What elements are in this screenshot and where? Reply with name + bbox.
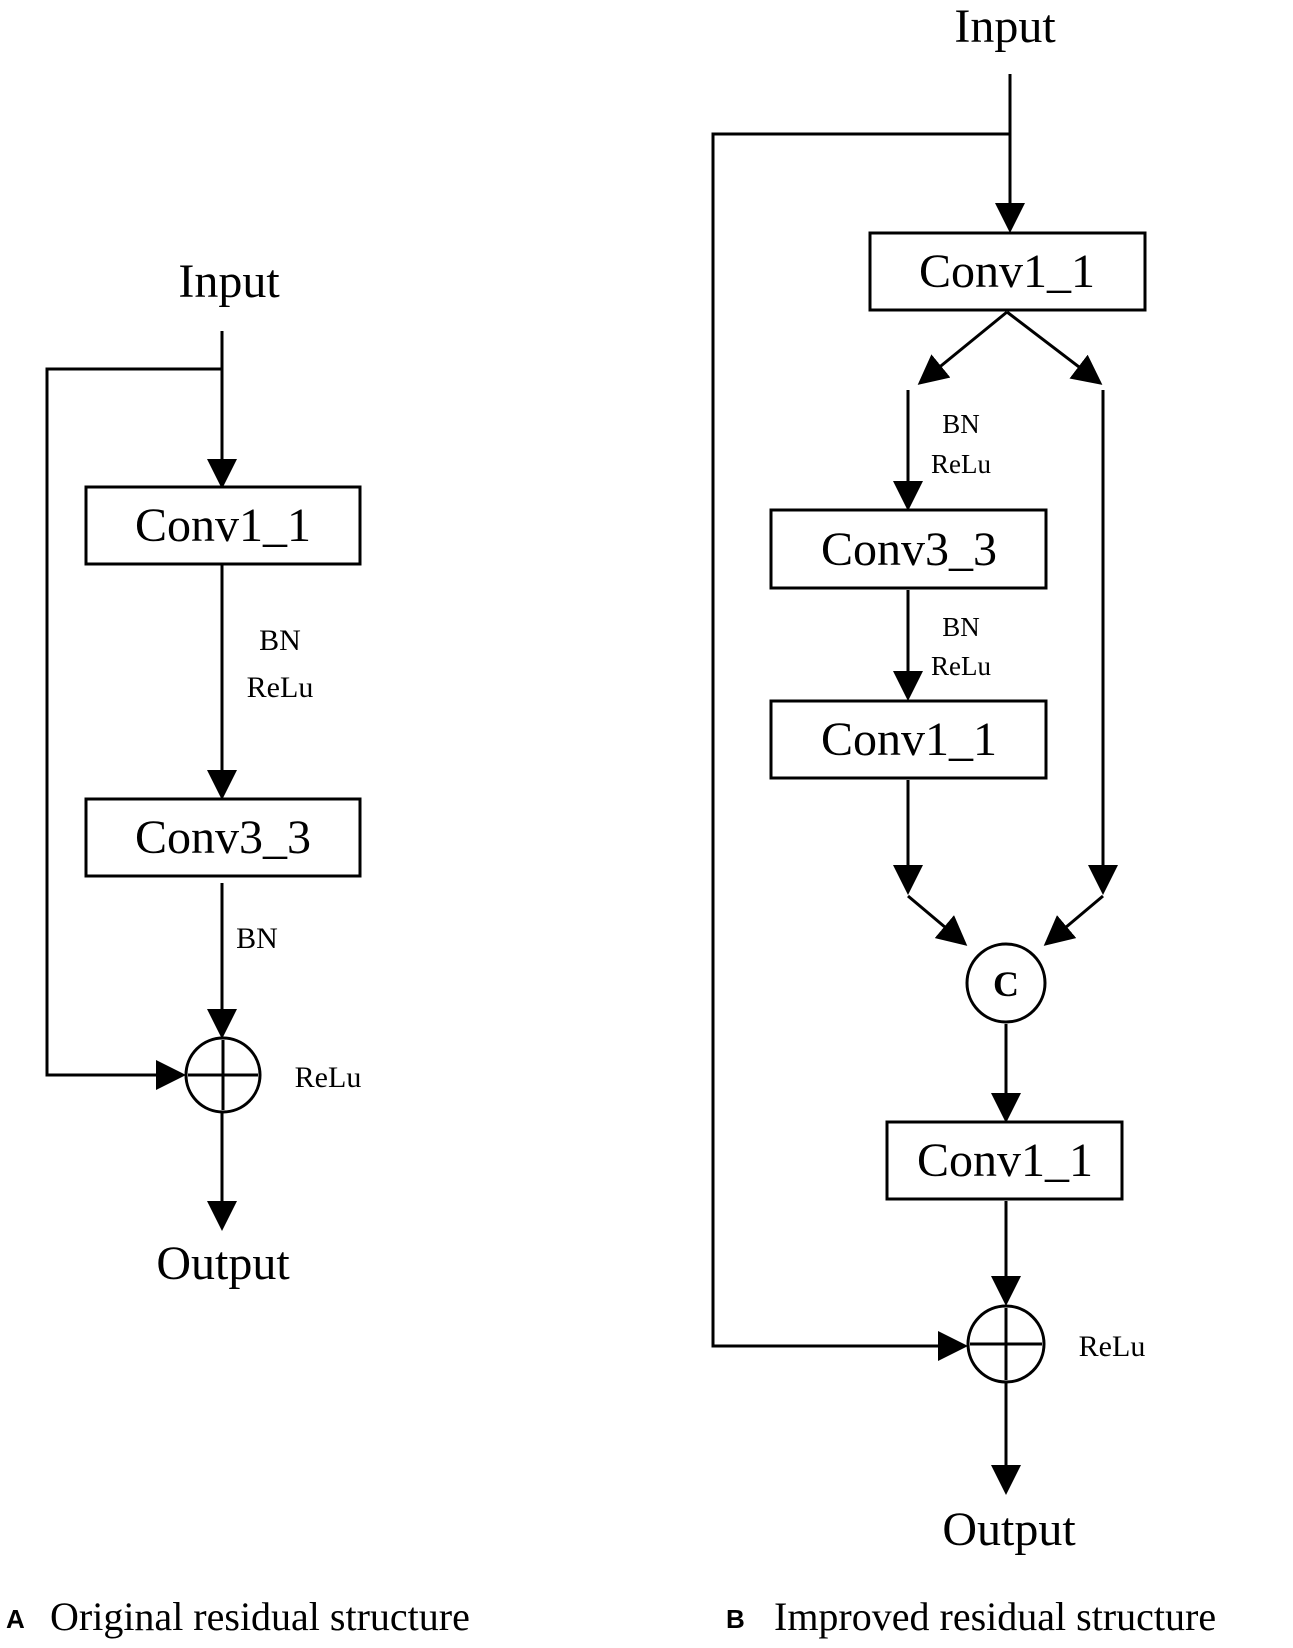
panel-b-conv1-top-label: Conv1_1: [919, 245, 1095, 298]
panel-a-skip-connection: [45, 367, 222, 1090]
panel-b-conv1-mid-label: Conv1_1: [821, 713, 997, 766]
panel-b-output-label: Output: [942, 1503, 1076, 1556]
panel-b-split-left-arrow: [917, 310, 1008, 385]
panel-a-conv3-label: Conv3_3: [135, 811, 311, 864]
panel-b-left-branch-to-concat: [907, 894, 968, 946]
panel-a-bn-label-1: BN: [259, 624, 301, 657]
panel-b-bn-label-2: BN: [942, 612, 980, 642]
panel-a-relu-after-add: ReLu: [295, 1061, 362, 1094]
panel-b-relu-after-add: ReLu: [1079, 1330, 1146, 1363]
panel-b-conv1-mid-box: [769, 699, 1048, 780]
panel-b-right-branch-to-concat: [1043, 894, 1104, 946]
panel-b-letter: B: [726, 1604, 745, 1634]
panel-b-conv3-box: [769, 508, 1048, 590]
panel-a-relu-label-1: ReLu: [247, 671, 314, 704]
panel-b-conv1-bottom-box: [885, 1120, 1124, 1201]
panel-b-input-label: Input: [954, 0, 1056, 53]
panel-b-conv1-top-box: [868, 231, 1147, 312]
captions: A Original residual structure B Improved…: [6, 1594, 1216, 1639]
panel-b-concat-symbol: C: [993, 964, 1019, 1004]
panel-a-letter: A: [6, 1604, 25, 1634]
panel-b-relu-label-2: ReLu: [931, 651, 991, 681]
panel-a-input-label: Input: [178, 255, 280, 308]
panel-a-conv1-box: [84, 485, 362, 566]
panel-b-skip-connection: [711, 132, 1010, 1361]
panel-a-conv3-box: [84, 797, 362, 878]
panel-b-concat-node: [965, 942, 1047, 1024]
panel-b-bn-label-1: BN: [942, 409, 980, 439]
panel-b-caption: Improved residual structure: [774, 1594, 1216, 1639]
panel-a: Input Conv1_1 BN ReLu Conv3_3 BN ReLu Ou…: [45, 255, 362, 1290]
panel-b: Input Conv1_1 BN ReLu Conv3_3 BN ReLu Co…: [711, 0, 1147, 1556]
panel-a-caption: Original residual structure: [50, 1594, 470, 1639]
panel-a-output-label: Output: [156, 1237, 290, 1290]
panel-b-relu-label-1: ReLu: [931, 449, 991, 479]
panel-b-conv1-bottom-label: Conv1_1: [917, 1134, 1093, 1187]
panel-a-conv1-label: Conv1_1: [135, 499, 311, 552]
panel-a-bn-label-2: BN: [236, 922, 278, 955]
panel-b-conv3-label: Conv3_3: [821, 523, 997, 576]
panel-b-split-right-arrow: [1006, 310, 1103, 385]
